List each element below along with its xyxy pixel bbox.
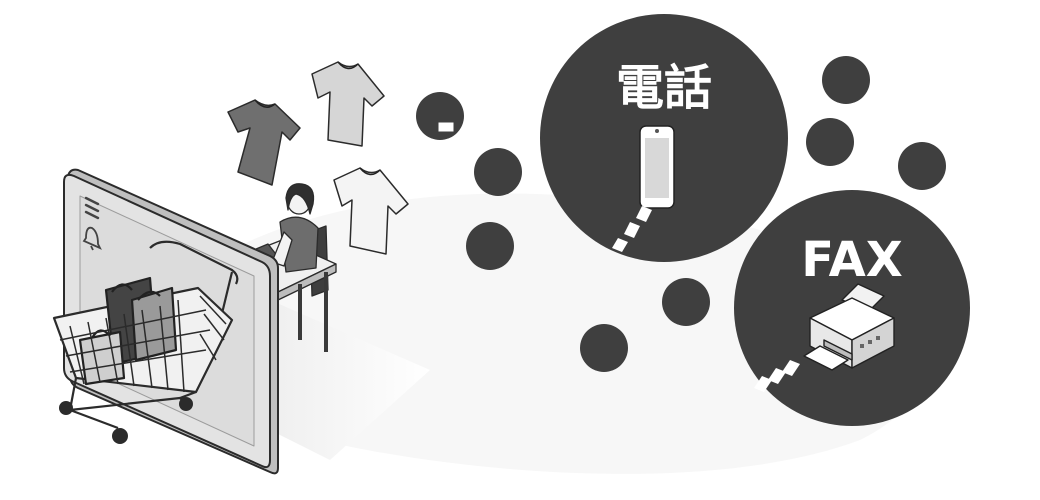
dot: [474, 148, 522, 196]
tshirt-dark-icon: [227, 99, 301, 186]
dot: [822, 56, 870, 104]
phone-bubble: 電話: [540, 14, 788, 262]
dot: [466, 222, 514, 270]
dot: [416, 92, 464, 140]
fax-label: FAX: [801, 232, 902, 288]
decorative-dots: [416, 56, 946, 372]
dot: [806, 118, 854, 166]
smartphone-icon: [612, 125, 675, 252]
tshirt-white-icon: [333, 167, 409, 255]
cart-wheels: [59, 397, 193, 444]
dot: [898, 142, 946, 190]
fax-bubble: FAX: [734, 190, 970, 426]
dot: [580, 324, 628, 372]
dot-card: [437, 121, 455, 133]
bell-icon: [82, 226, 102, 251]
phone-label: 電話: [616, 60, 712, 116]
tshirt-light-top-icon: [311, 61, 385, 147]
menu-icon: [84, 196, 100, 220]
shopping-cart-icon: [52, 240, 239, 430]
dot: [662, 278, 710, 326]
fax-paper-dashes: [754, 360, 800, 392]
fax-printer-icon: [803, 283, 895, 371]
